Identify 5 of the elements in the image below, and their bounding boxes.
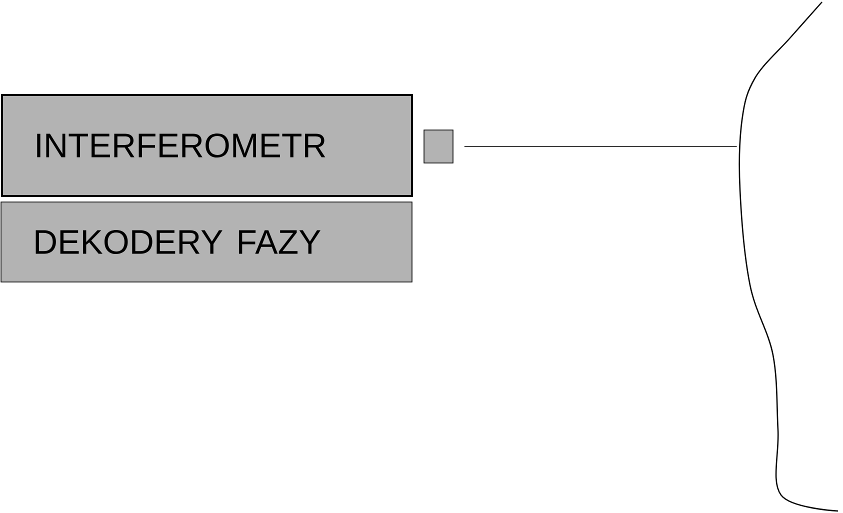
process-box: DEKODERY FAZY [0, 202, 412, 282]
small-square [424, 130, 454, 164]
surface-curve [738, 2, 838, 512]
process-box: INTERFEROMETR [1, 94, 413, 197]
connector-line [464, 146, 738, 147]
